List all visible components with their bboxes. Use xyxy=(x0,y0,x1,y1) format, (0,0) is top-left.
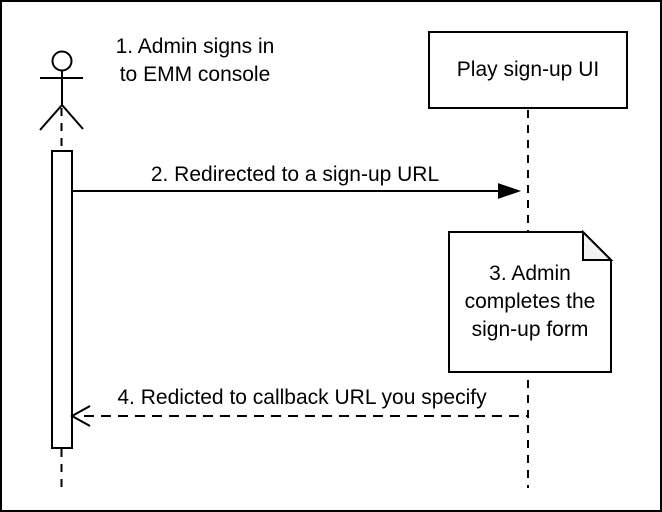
arrowhead-filled-icon xyxy=(498,183,522,199)
participant-label: Play sign-up UI xyxy=(456,58,600,81)
note-label: 3. Admin completes the sign-up form xyxy=(464,262,596,341)
note-shape xyxy=(448,229,614,373)
return-message-arrow xyxy=(69,405,528,427)
message-2-label: 2. Redirected to a sign-up URL xyxy=(150,163,440,186)
actor-figure xyxy=(39,50,84,131)
note-fold-corner xyxy=(582,229,614,261)
activation-bar xyxy=(51,150,73,449)
actor-leg-right xyxy=(61,104,84,130)
actor-leg-left xyxy=(39,104,63,131)
note-body xyxy=(448,231,612,373)
participant-box: Play sign-up UI xyxy=(428,31,628,109)
message-2-arrow xyxy=(72,183,522,199)
actor-label: 1. Admin signs in to EMM console xyxy=(115,35,275,86)
message-4-label: 4. Redicted to callback URL you specify xyxy=(117,386,487,409)
arrowhead-open-icon xyxy=(69,405,91,427)
actor-head xyxy=(51,50,73,72)
